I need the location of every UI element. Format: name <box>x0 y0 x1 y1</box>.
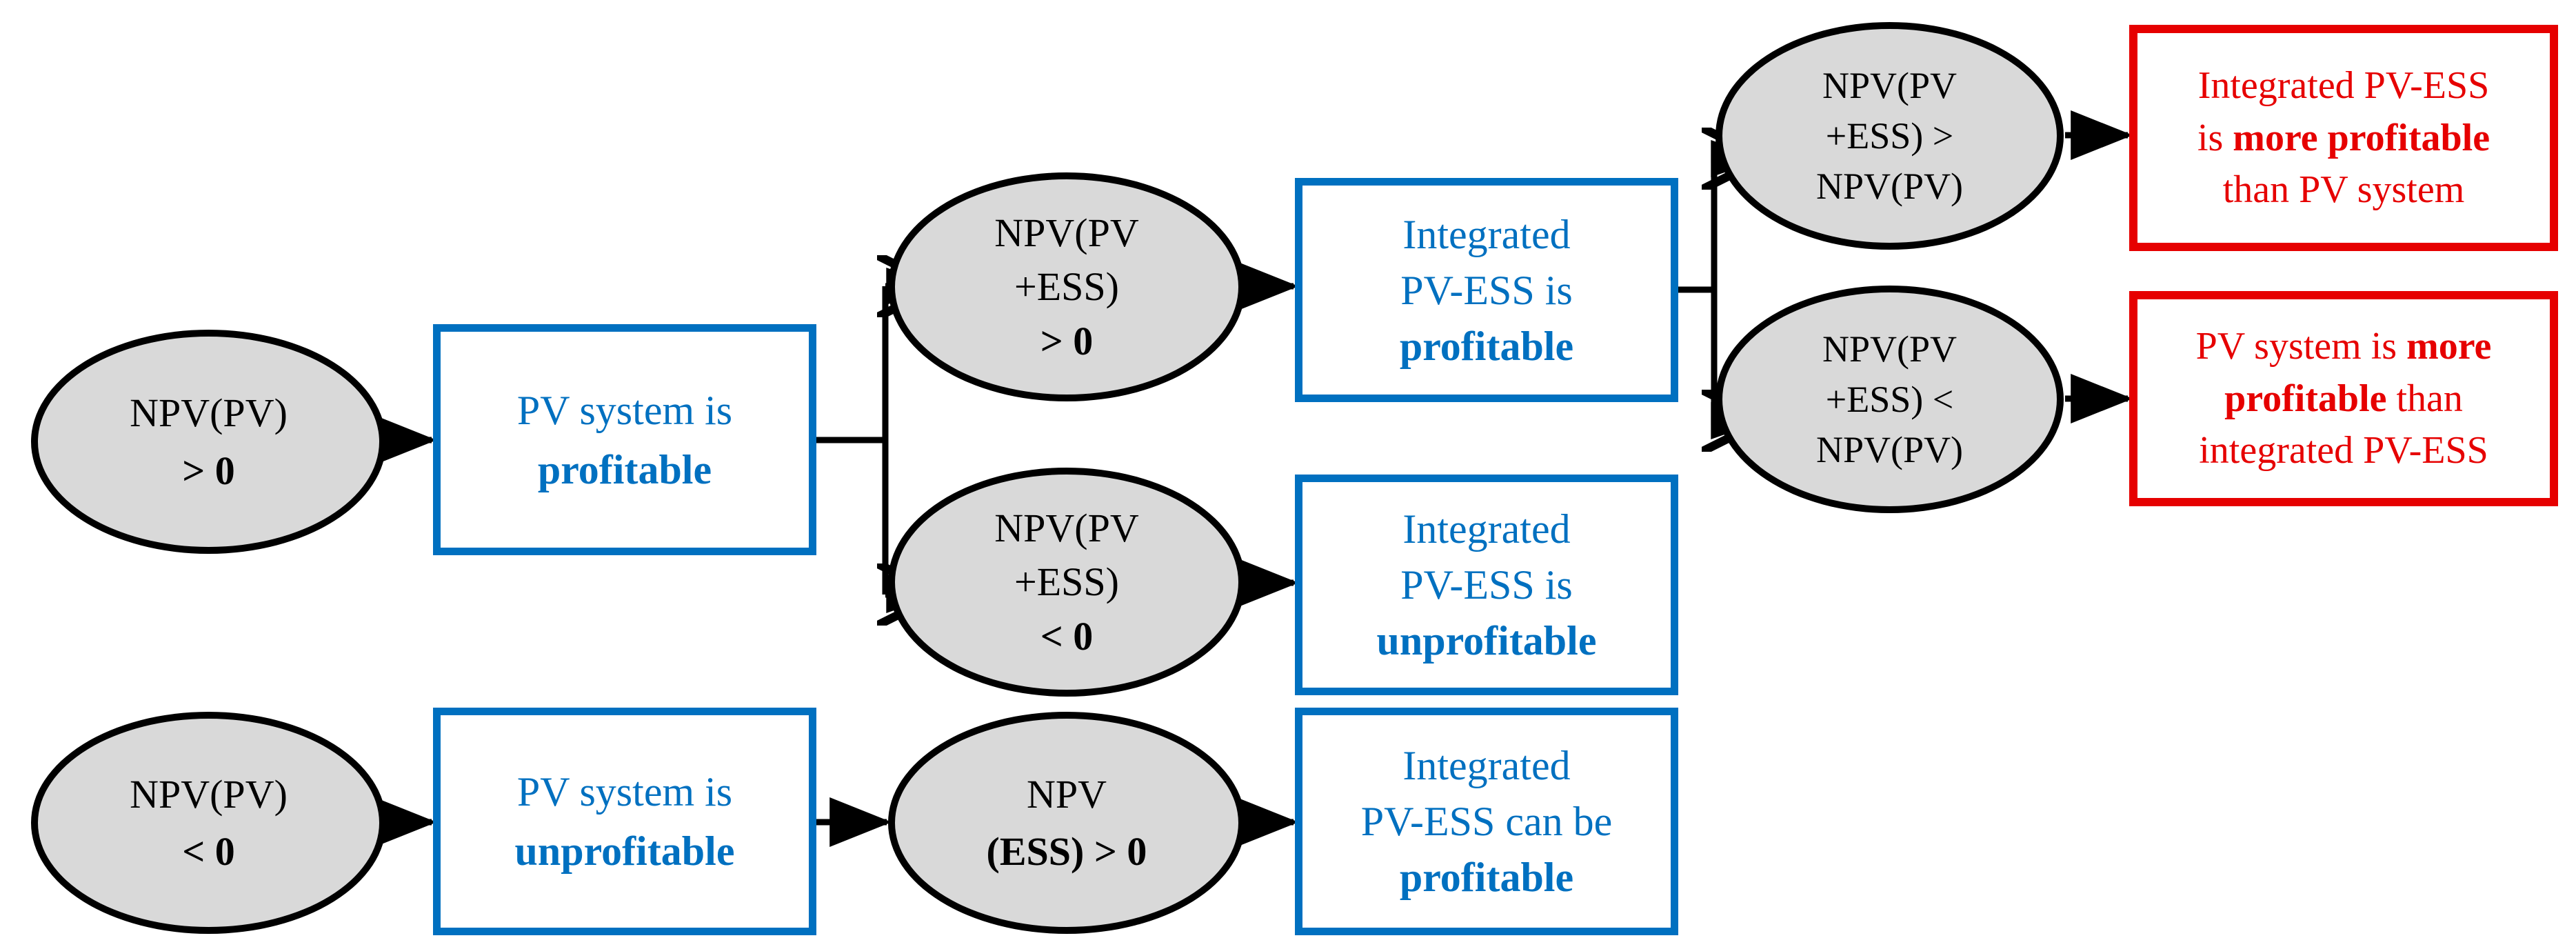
node-pvess-unprofitable[interactable]: Integrated PV-ESS is unprofitable <box>1295 475 1678 695</box>
node-pv-profitable-line1: PV system is <box>516 387 733 433</box>
node-pvess-profitable-line3: profitable <box>1399 323 1574 369</box>
node-pv-negative[interactable]: NPV(PV) < 0 <box>31 712 386 934</box>
node-pv-negative-line1: NPV(PV) <box>130 771 288 817</box>
node-pvess-unprofitable-line3: unprofitable <box>1376 618 1597 663</box>
conclusion-pv-better-line3: integrated PV-ESS <box>2199 429 2488 472</box>
conclusion-pv-better-line2: profitable than <box>2224 377 2463 420</box>
node-pvess-gt-pv[interactable]: NPV(PV +ESS) > NPV(PV) <box>1715 22 2064 250</box>
node-pvess-positive-line1: NPV(PV <box>994 210 1139 255</box>
node-pv-positive-line1: NPV(PV) <box>130 390 288 436</box>
node-pvess-profitable-line1: Integrated <box>1402 211 1571 257</box>
node-conclusion-pvess-better[interactable]: Integrated PV-ESS is more profitable tha… <box>2129 25 2558 251</box>
pvess-can-be-profitable-line1: Integrated <box>1402 743 1571 788</box>
node-ess-positive-line1: NPV <box>1026 771 1107 817</box>
node-pvess-negative-line3: < 0 <box>1040 613 1094 659</box>
node-pvess-can-be-profitable[interactable]: Integrated PV-ESS can be profitable <box>1295 708 1678 935</box>
node-pvess-unprofitable-line2: PV-ESS is <box>1400 562 1573 608</box>
node-pv-negative-line2: < 0 <box>182 829 235 874</box>
node-pvess-positive-line2: +ESS) <box>1014 264 1119 310</box>
node-pv-profitable[interactable]: PV system is profitable <box>433 324 816 555</box>
node-pvess-lt-pv[interactable]: NPV(PV +ESS) < NPV(PV) <box>1715 286 2064 513</box>
node-pv-positive-line2: > 0 <box>182 448 235 493</box>
pvess-can-be-profitable-line3: profitable <box>1399 855 1574 900</box>
conclusion-pvess-better-line1: Integrated PV-ESS <box>2197 63 2490 107</box>
node-ess-positive[interactable]: NPV (ESS) > 0 <box>888 712 1245 934</box>
node-ess-positive-line2: (ESS) > 0 <box>986 829 1147 874</box>
node-pv-profitable-line2: profitable <box>537 446 712 492</box>
conclusion-pv-better-line1: PV system is more <box>2195 324 2492 368</box>
conclusion-pvess-better-line2: is more profitable <box>2197 116 2491 159</box>
node-pv-unprofitable-line2: unprofitable <box>514 828 735 874</box>
node-pvess-gt-pv-line1: NPV(PV <box>1822 64 1958 106</box>
node-pv-unprofitable[interactable]: PV system is unprofitable <box>433 708 816 935</box>
pvess-can-be-profitable-line2: PV-ESS can be <box>1360 799 1613 844</box>
node-pvess-gt-pv-line2: +ESS) > <box>1825 114 1954 157</box>
node-pvess-unprofitable-line1: Integrated <box>1402 506 1571 552</box>
node-pvess-negative[interactable]: NPV(PV +ESS) < 0 <box>888 468 1245 697</box>
node-pvess-lt-pv-line2: +ESS) < <box>1825 378 1954 420</box>
node-pvess-negative-line2: +ESS) <box>1014 559 1119 605</box>
conclusion-pvess-better-line3: than PV system <box>2222 168 2465 212</box>
node-pvess-positive-line3: > 0 <box>1040 318 1094 363</box>
node-pvess-gt-pv-line3: NPV(PV) <box>1815 166 1964 208</box>
node-pv-unprofitable-line1: PV system is <box>516 769 733 815</box>
node-pvess-profitable[interactable]: Integrated PV-ESS is profitable <box>1295 178 1678 402</box>
node-pvess-lt-pv-line3: NPV(PV) <box>1815 429 1964 471</box>
node-pvess-negative-line1: NPV(PV <box>994 505 1139 550</box>
node-pvess-positive[interactable]: NPV(PV +ESS) > 0 <box>888 172 1245 401</box>
node-pvess-lt-pv-line1: NPV(PV <box>1822 328 1958 370</box>
node-pv-positive[interactable]: NPV(PV) > 0 <box>31 330 386 554</box>
node-conclusion-pv-better[interactable]: PV system is more profitable than integr… <box>2129 291 2558 506</box>
node-pvess-profitable-line2: PV-ESS is <box>1400 267 1573 313</box>
